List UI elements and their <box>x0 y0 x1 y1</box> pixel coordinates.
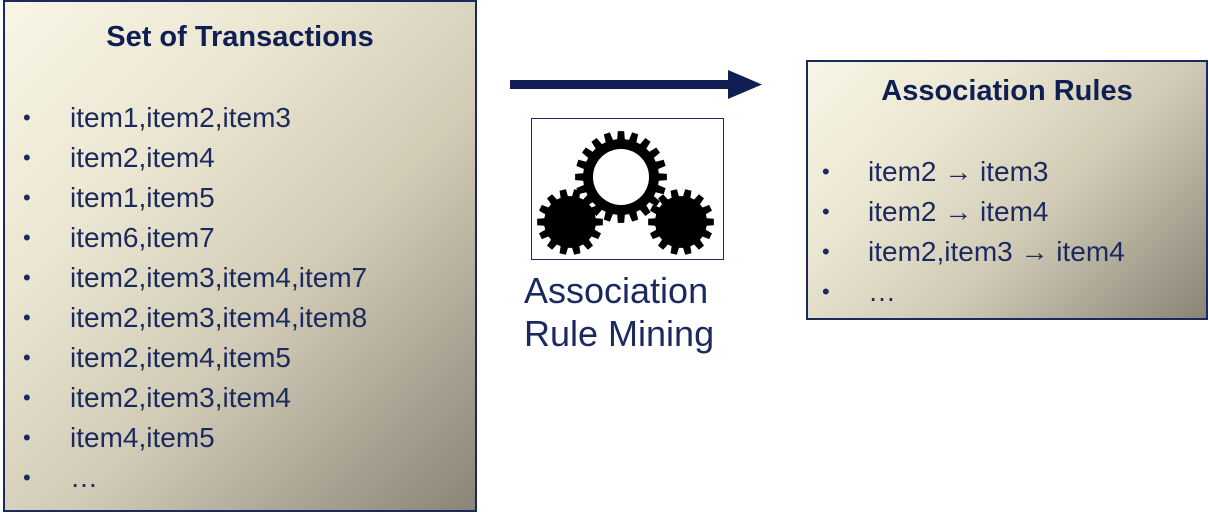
list-item: • item1,item2,item3 <box>23 98 463 138</box>
rules-title: Association Rules <box>881 75 1133 107</box>
right-arrow-icon <box>510 70 762 99</box>
list-item: • item2 → item3 <box>822 152 1202 192</box>
bullet-icon: • <box>822 159 830 184</box>
bullet-icon: • <box>23 265 31 290</box>
gears-icon <box>537 131 714 255</box>
list-item: • item6,item7 <box>23 218 463 258</box>
rules-panel: Association Rules • item2 → item3 • item2 … <box>806 60 1208 320</box>
transaction-text: item2,item3,item4,item8 <box>70 302 368 333</box>
bullet-icon: • <box>23 345 31 370</box>
process-label-line2: Rule Mining <box>524 313 715 354</box>
transactions-title: Set of Transactions <box>106 21 374 53</box>
transaction-text: item4,item5 <box>70 422 215 453</box>
transactions-list: • item1,item2,item3 • item2,item4 • item1,i… <box>23 98 463 498</box>
list-item: • item2,item3,item4,item7 <box>23 258 463 298</box>
rule-text: item2 → item3 <box>868 156 1049 187</box>
list-item: •… <box>23 458 463 498</box>
list-item: • item2,item4 <box>23 138 463 178</box>
transaction-text: item1,item2,item3 <box>70 102 291 133</box>
transaction-text: item2,item3,item4,item7 <box>70 262 368 293</box>
gears-icon-box <box>531 118 724 260</box>
bullet-icon: • <box>23 425 31 450</box>
list-item: • item2,item3 → item4 <box>822 232 1202 272</box>
bullet-icon: • <box>23 145 31 170</box>
list-item: • item1,item5 <box>23 178 463 218</box>
list-item: • item2,item3,item4 <box>23 378 463 418</box>
bullet-icon: • <box>23 305 31 330</box>
transaction-text: … <box>70 462 98 493</box>
bullet-icon: • <box>822 239 830 264</box>
process-label-line1: Association <box>524 270 709 311</box>
bullet-icon: • <box>23 385 31 410</box>
bullet-icon: • <box>23 465 31 490</box>
list-item: • item4,item5 <box>23 418 463 458</box>
large-gear-hole <box>593 149 649 205</box>
bullet-icon: • <box>822 199 830 224</box>
list-item: • item2,item3,item4,item8 <box>23 298 463 338</box>
bullet-icon: • <box>23 185 31 210</box>
list-item: • item2,item4,item5 <box>23 338 463 378</box>
transactions-panel: Set of Transactions • item1,item2,item3 •… <box>3 0 477 512</box>
bullet-icon: • <box>23 225 31 250</box>
bullet-icon: • <box>23 105 31 130</box>
small-gear-left <box>537 189 603 255</box>
transaction-text: item2,item4 <box>70 142 215 173</box>
transaction-text: item2,item3,item4 <box>70 382 291 413</box>
rule-text: item2,item3 → item4 <box>868 236 1125 267</box>
rule-text: item2 → item4 <box>868 196 1049 227</box>
transaction-text: item6,item7 <box>70 222 215 253</box>
bullet-icon: • <box>822 279 830 304</box>
list-item: •… <box>822 272 1202 312</box>
rules-list: • item2 → item3 • item2 → item4 • item2,ite… <box>822 152 1202 312</box>
transaction-text: item2,item4,item5 <box>70 342 291 373</box>
process-label: Association Rule Mining <box>524 269 714 355</box>
rule-text: … <box>868 276 896 307</box>
list-item: • item2 → item4 <box>822 192 1202 232</box>
small-gear-right <box>648 189 714 255</box>
transaction-text: item1,item5 <box>70 182 215 213</box>
